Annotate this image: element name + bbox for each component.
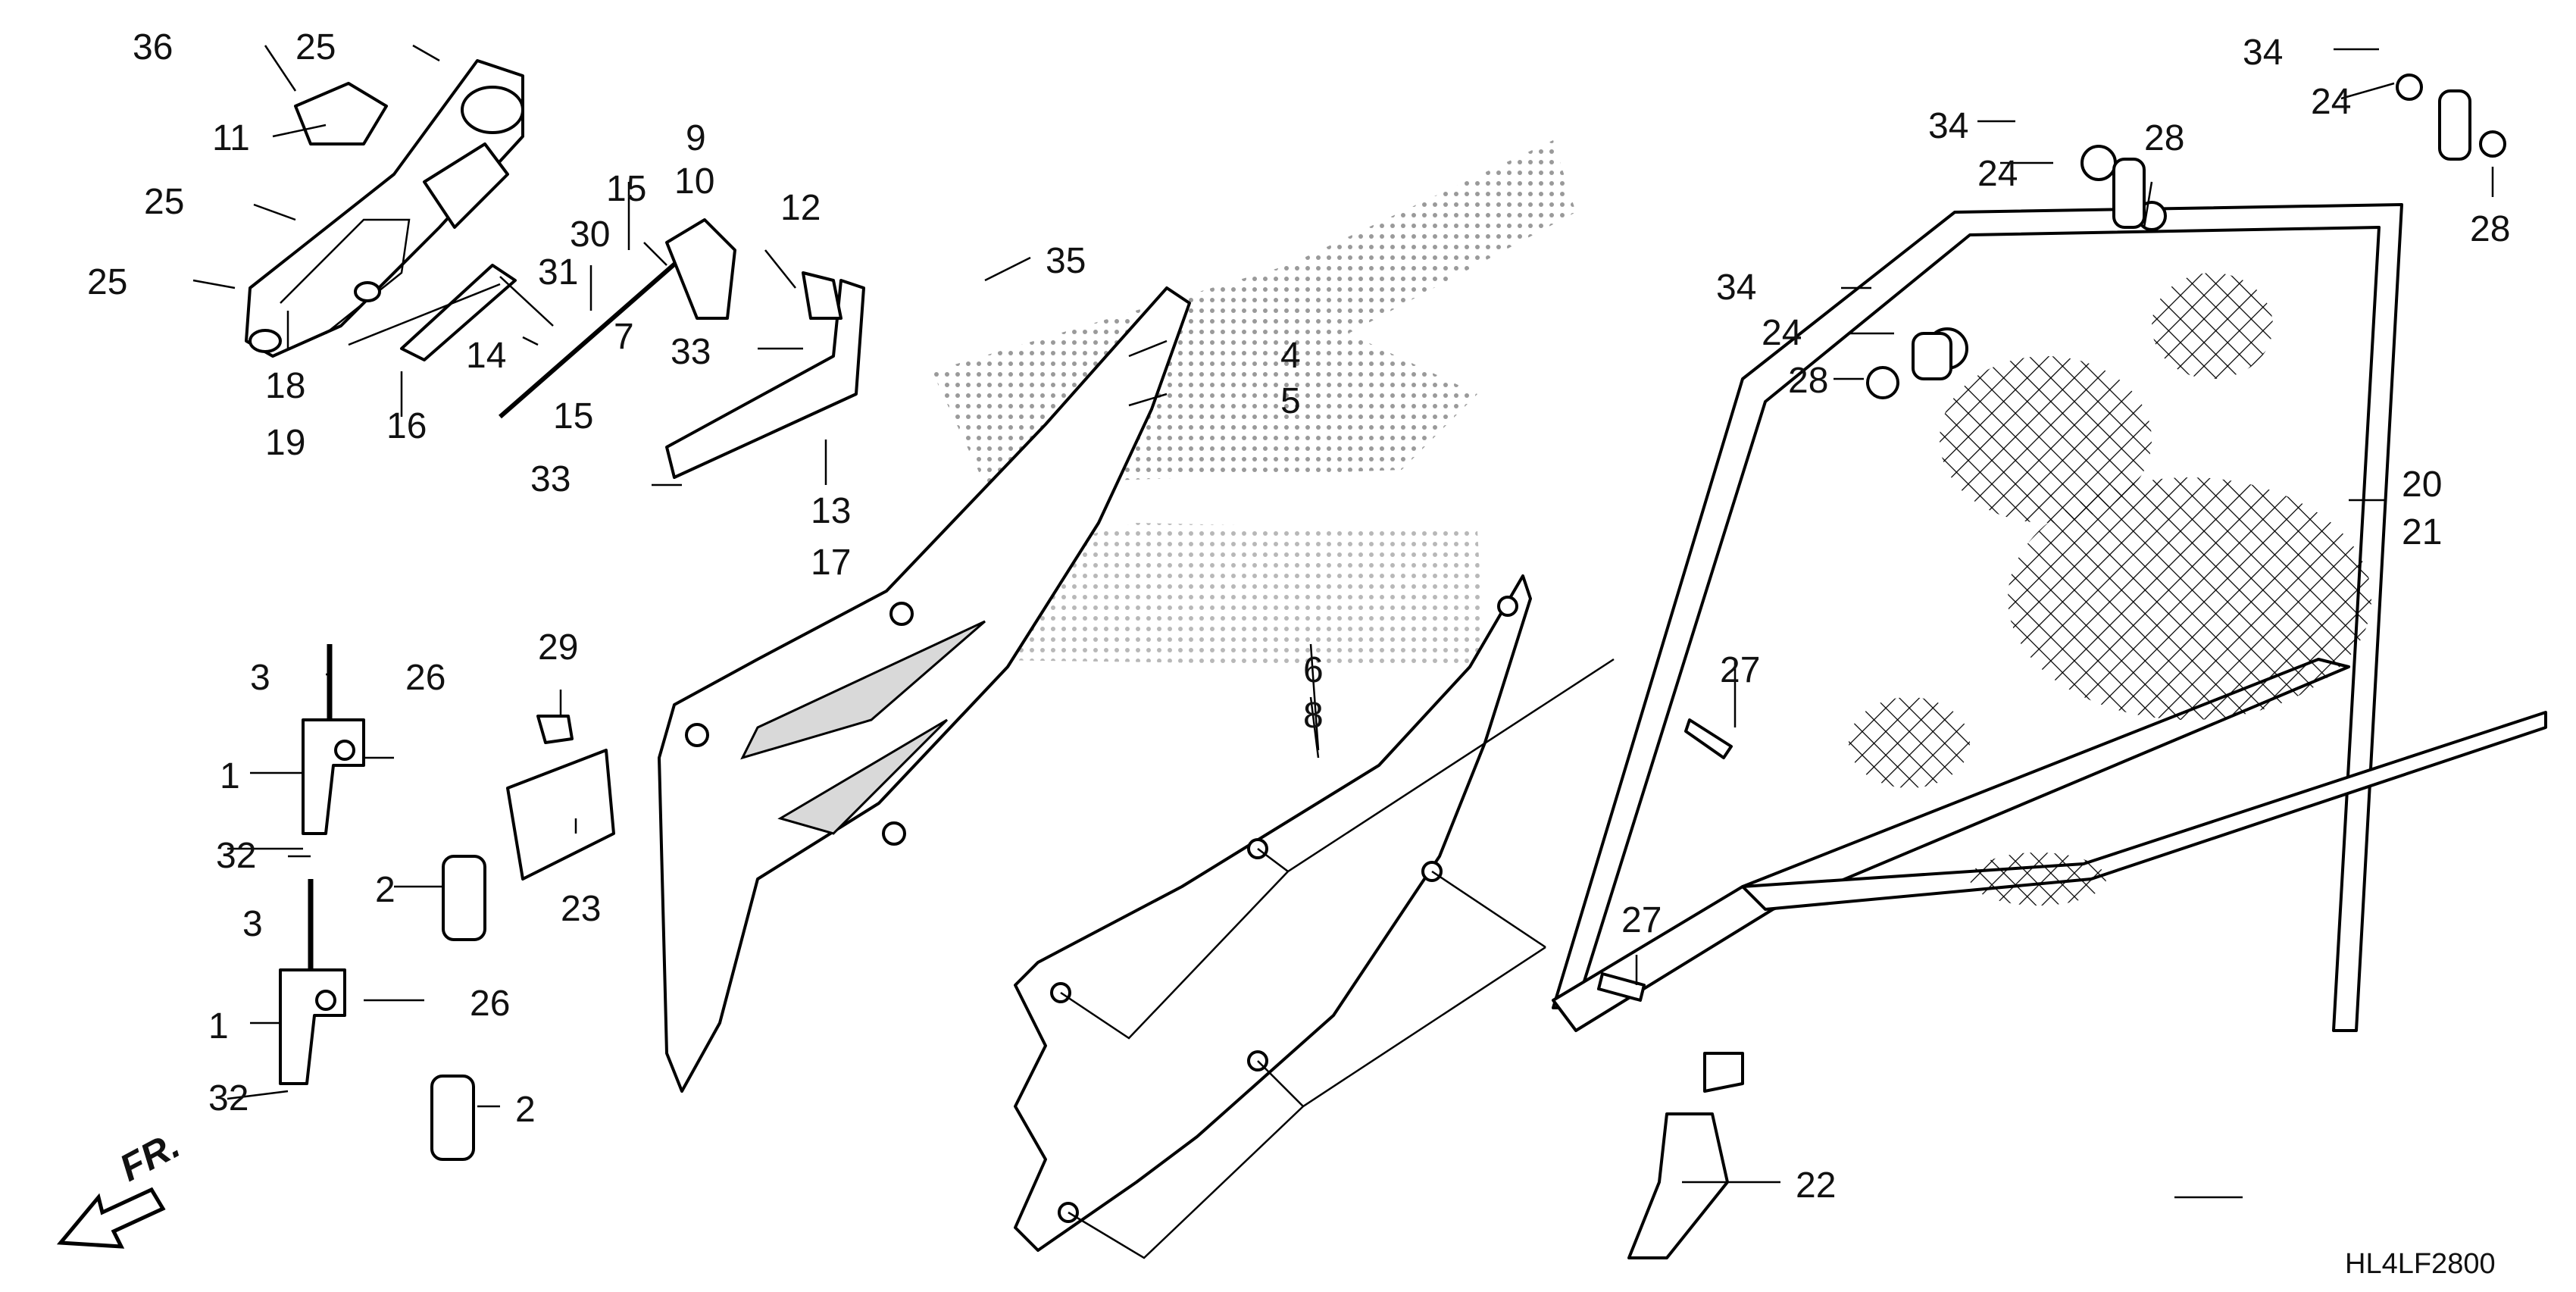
callout-24-c: 24	[1762, 313, 1802, 353]
callout-13: 13	[811, 491, 851, 531]
part-12-striker	[802, 271, 843, 320]
door-panel	[658, 286, 1191, 1093]
callout-27-a: 27	[1720, 650, 1760, 690]
part-2-bushing-lower	[430, 1075, 475, 1161]
part-7-rod	[499, 255, 683, 419]
net-mount-a	[1912, 332, 1952, 380]
callout-3-a: 3	[250, 658, 270, 698]
callout-30: 30	[570, 214, 610, 255]
part-9-lever	[665, 218, 736, 320]
callout-19: 19	[265, 423, 305, 463]
part-13-bracket	[665, 279, 865, 479]
callout-2-b: 2	[515, 1090, 536, 1130]
callout-28-b: 28	[2144, 118, 2184, 158]
callout-16: 16	[386, 406, 427, 446]
part-28-washer-c	[2479, 130, 2506, 158]
callout-33-a: 33	[671, 332, 711, 372]
net-mount-b	[2112, 158, 2146, 229]
part-24-washer-b	[2080, 145, 2117, 181]
callout-34-a: 34	[2243, 33, 2283, 73]
callout-4: 4	[1280, 336, 1301, 376]
callout-3-b: 3	[242, 904, 263, 944]
callout-5: 5	[1280, 381, 1301, 421]
callout-32-a: 32	[216, 836, 256, 876]
callout-24-b: 24	[1977, 154, 2018, 194]
callout-15-b: 15	[553, 396, 593, 436]
part-23-cover	[506, 749, 615, 881]
strap-buckle	[1703, 1052, 1744, 1093]
net-mount-c	[2438, 89, 2471, 161]
part-29-bolt	[536, 715, 574, 744]
part-11-clip	[294, 82, 388, 145]
callout-32-b: 32	[208, 1078, 249, 1118]
callout-21: 21	[2402, 512, 2442, 552]
callout-34-b: 34	[1928, 106, 1968, 146]
part-28-washer-a	[1866, 366, 1899, 399]
callout-14: 14	[466, 336, 506, 376]
hinge-group-upper	[302, 644, 365, 835]
callout-26-b: 26	[470, 984, 510, 1024]
net-mesh	[1849, 273, 2371, 906]
callout-6: 6	[1303, 650, 1324, 690]
callout-28-c: 28	[1788, 361, 1828, 401]
callout-2-a: 2	[375, 870, 395, 910]
callout-7: 7	[614, 317, 634, 357]
callout-8: 8	[1303, 696, 1324, 736]
callout-18: 18	[265, 366, 305, 406]
front-label: FR.	[113, 1123, 186, 1189]
callout-20: 20	[2402, 465, 2442, 505]
callout-15-a: 15	[606, 169, 646, 209]
callout-34-c: 34	[1716, 267, 1756, 308]
callout-33-b: 33	[530, 459, 571, 499]
callout-9: 9	[686, 118, 706, 158]
door-handle-assembly	[245, 59, 524, 358]
diagram-code: HL4LF2800	[2345, 1248, 2496, 1280]
callout-27-b: 27	[1621, 900, 1662, 940]
callout-25-c: 25	[87, 262, 127, 302]
part-2-bushing-upper	[442, 855, 486, 941]
callout-22: 22	[1796, 1165, 1836, 1206]
callout-36: 36	[133, 27, 173, 67]
callout-31: 31	[538, 252, 578, 292]
callout-25-b: 25	[144, 182, 184, 222]
callout-1-b: 1	[208, 1006, 229, 1046]
callout-23: 23	[561, 889, 601, 929]
callout-28-a: 28	[2470, 209, 2510, 249]
part-22-strap	[1627, 1112, 1729, 1259]
callout-17: 17	[811, 543, 851, 583]
callout-12: 12	[780, 188, 821, 228]
part-27-screw-upper	[1684, 718, 1733, 759]
inner-panel	[1014, 574, 1532, 1252]
callout-24-a: 24	[2311, 82, 2351, 122]
leader-lines	[192, 44, 2494, 1199]
callout-29: 29	[538, 627, 578, 668]
callout-25-a: 25	[295, 27, 336, 67]
front-direction-arrow	[56, 1187, 166, 1249]
hinge-group-lower	[279, 879, 346, 1085]
part-24-washer-c	[2396, 74, 2423, 101]
callout-1-a: 1	[220, 756, 240, 796]
part-27-screw-lower	[1597, 972, 1646, 1002]
callout-10: 10	[674, 161, 714, 202]
callout-labels: 36 25 11 25 25 18 19 16 9 10 15 30 31 14…	[87, 27, 2510, 1280]
callout-26-a: 26	[405, 658, 445, 698]
callout-11: 11	[212, 118, 250, 158]
callout-35: 35	[1046, 241, 1086, 281]
